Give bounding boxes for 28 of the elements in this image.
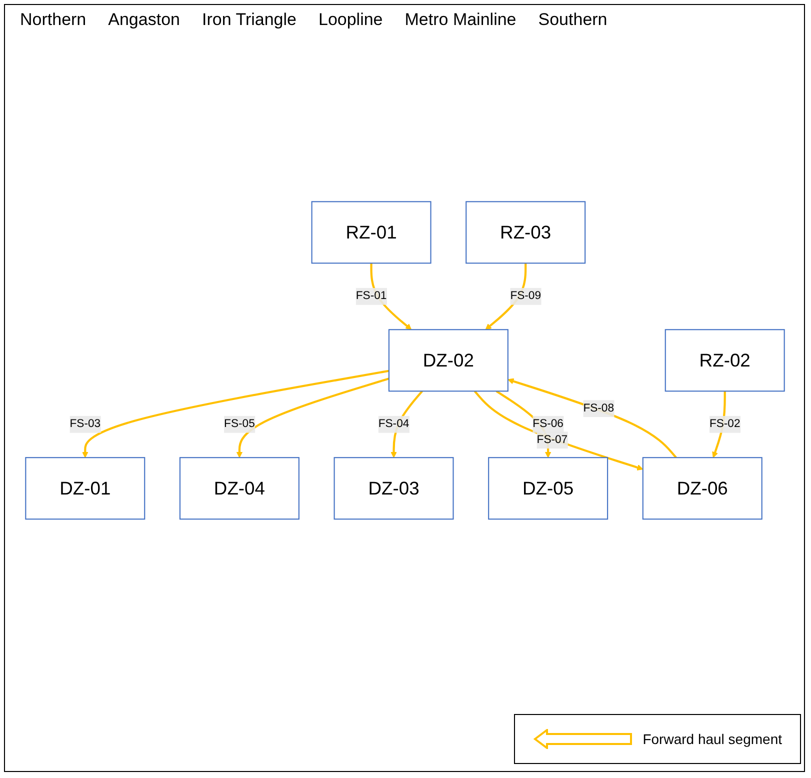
arrow: [236, 377, 390, 458]
edge-label: FS-01: [356, 290, 387, 302]
region-label: Angaston: [108, 10, 180, 30]
arrow: [82, 369, 390, 458]
node-box: RZ-03: [466, 200, 586, 264]
region-label: Northern: [20, 10, 86, 30]
node-box: DZ-04: [179, 456, 300, 520]
node-box: DZ-03: [334, 456, 454, 520]
legend-text: Forward haul segment: [642, 731, 782, 747]
node-box: DZ-02: [388, 328, 508, 392]
region-label: Loopline: [318, 10, 383, 30]
arrow: [508, 378, 677, 458]
node-box: DZ-06: [642, 456, 762, 520]
region-label: Southern: [538, 10, 608, 30]
node-box: RZ-01: [311, 200, 432, 264]
edge-label: FS-07: [536, 433, 568, 446]
region-label: Iron Triangle: [202, 10, 296, 30]
edge-label: FS-02: [709, 418, 740, 430]
edge-label: FS-06: [532, 418, 564, 430]
node-box: RZ-02: [664, 328, 785, 392]
edge-label: FS-09: [510, 290, 541, 302]
edge-label: FS-04: [378, 418, 410, 430]
node-box: DZ-01: [25, 456, 146, 520]
node-box: DZ-05: [488, 456, 608, 520]
region-label: Metro Mainline: [404, 10, 516, 30]
edge-label: FS-08: [583, 402, 614, 414]
edge-label: FS-05: [224, 418, 255, 430]
edge-label: FS-03: [70, 418, 101, 430]
